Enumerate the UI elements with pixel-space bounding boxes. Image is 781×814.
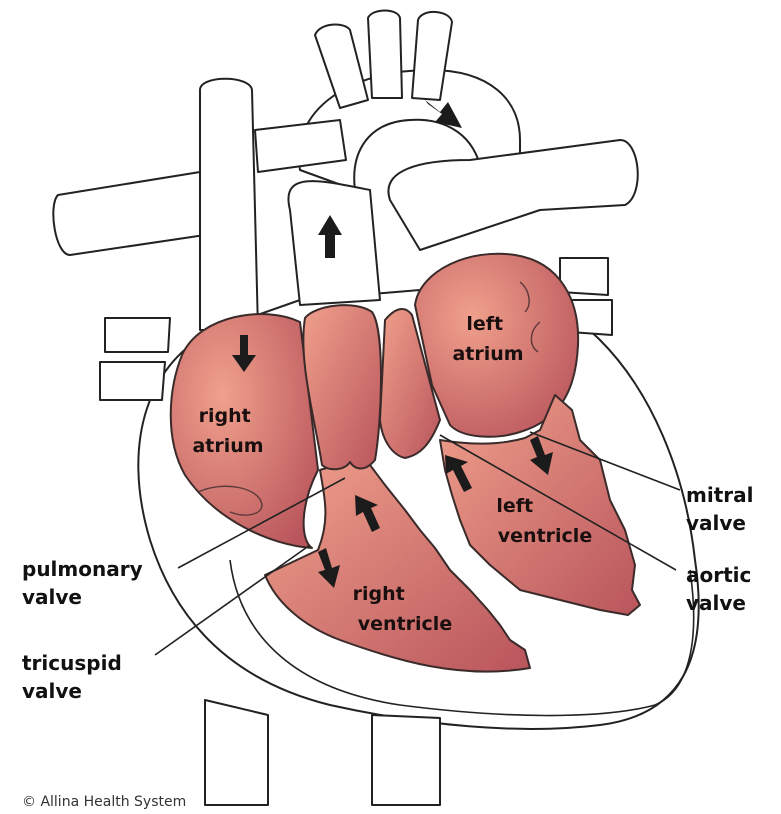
pulmonary-vein-left-1 [53,172,205,255]
right-ventricle-label-line-2: ventricle [358,613,452,635]
pulmonary-vein-left-2 [105,318,170,352]
aorta-branch-2 [368,11,402,99]
aortic-valve-label-line-2: valve [686,591,746,615]
pulmonary-vein-left-3 [100,362,165,400]
descending-aorta [372,715,440,805]
left-atrium-label-line-1: left [466,313,503,335]
pulmonary-artery-right-branch [388,140,637,250]
pulmonary-valve-label: pulmonary valve [22,557,150,609]
tricuspid-valve-label-line-2: valve [22,679,82,703]
tricuspid-valve-label: tricuspid valve [22,651,129,703]
aortic-valve-label-line-1: aortic [686,563,751,587]
right-atrium-label-line-2: atrium [192,435,263,457]
mitral-valve-label-line-2: valve [686,511,746,535]
left-ventricle-label-line-2: ventricle [498,525,592,547]
right-ventricle-label-line-1: right [353,583,405,605]
superior-vena-cava [200,79,258,330]
pulmonary-valve-label-line-2: valve [22,585,82,609]
left-atrium-label-line-2: atrium [452,343,523,365]
aorta-branch-1 [315,25,368,108]
tricuspid-valve-label-line-1: tricuspid [22,651,122,675]
inferior-vena-cava [205,700,268,805]
pulmonary-valve-label-line-1: pulmonary [22,557,143,581]
copyright-credit: © Allina Health System [22,794,186,810]
left-ventricle-label-line-1: left [496,495,533,517]
right-atrium-label-line-1: right [199,405,251,427]
mitral-valve-label-line-1: mitral [686,483,753,507]
mitral-valve-label: mitral valve [686,483,760,535]
